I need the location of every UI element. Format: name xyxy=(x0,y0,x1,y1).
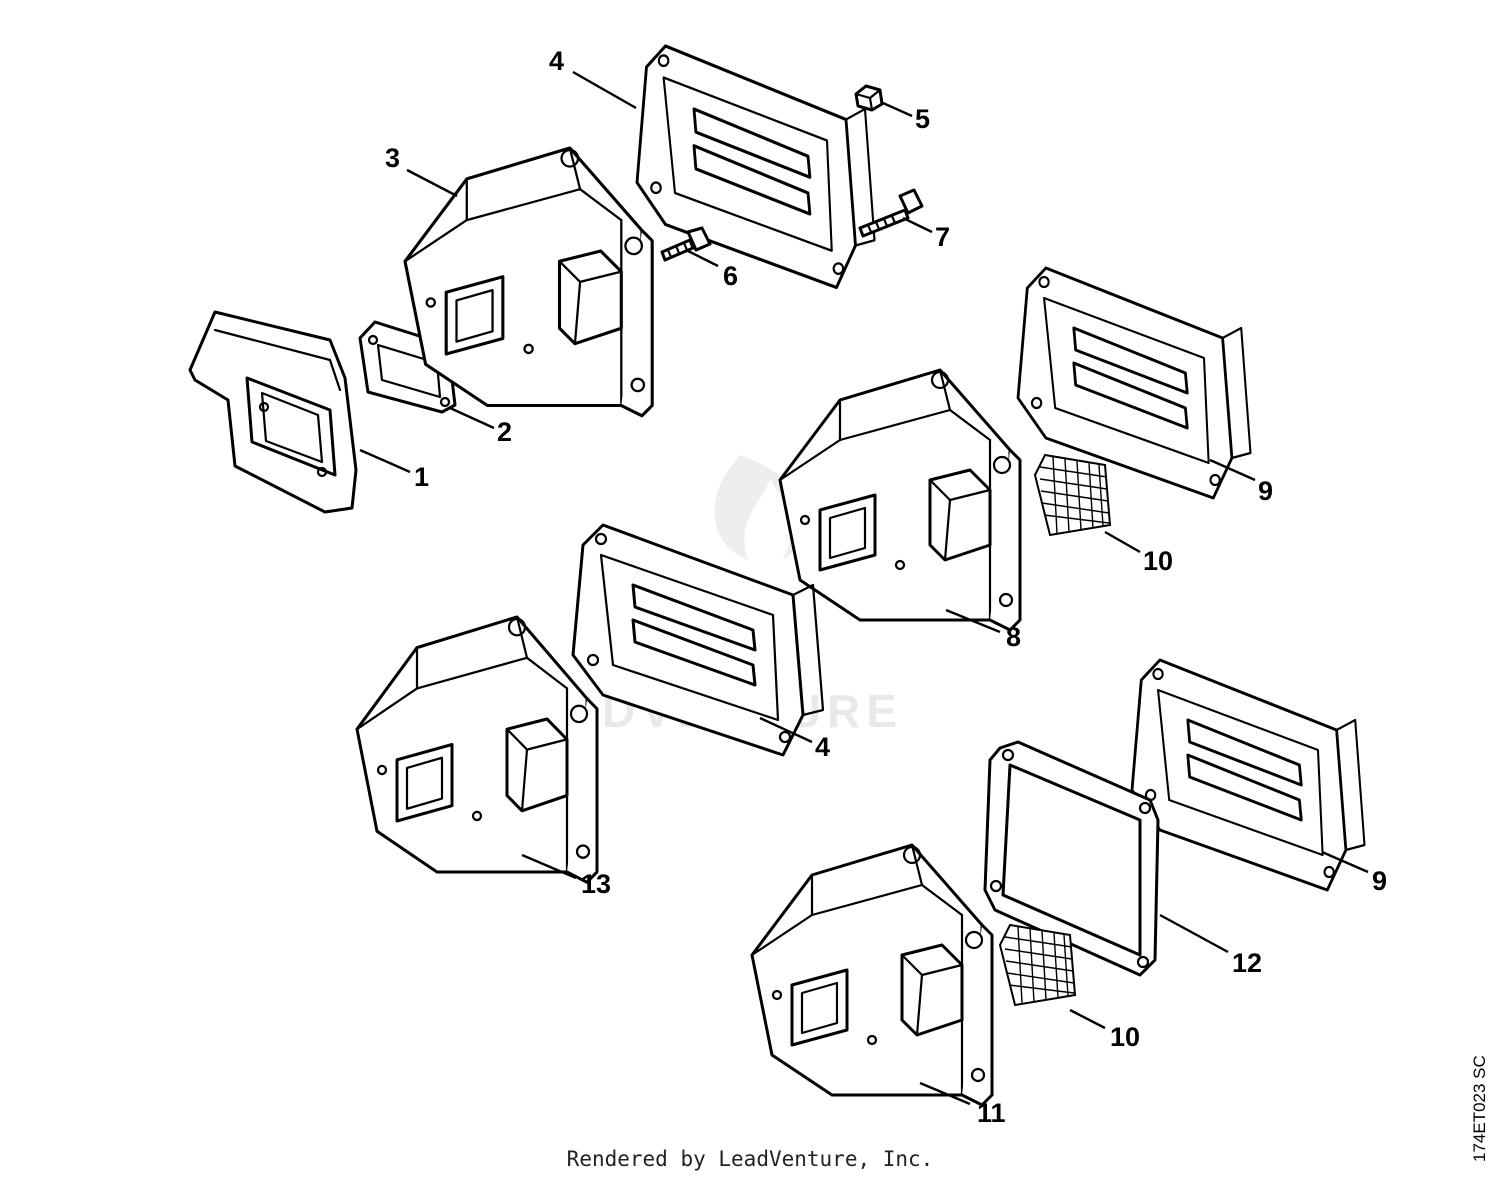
callout-5: 5 xyxy=(915,104,930,134)
leader-4b xyxy=(759,716,813,744)
part-10-spark-screen-middle xyxy=(1034,454,1111,536)
part-1-heat-shield xyxy=(188,310,358,514)
callout-9a: 9 xyxy=(1258,476,1273,506)
part-13-muffler xyxy=(355,615,599,884)
callout-7: 7 xyxy=(935,222,950,252)
callout-4b: 4 xyxy=(815,732,830,762)
part-12-cover-gasket xyxy=(983,740,1160,977)
callout-3: 3 xyxy=(385,143,400,173)
callout-2: 2 xyxy=(497,417,512,447)
callout-13: 13 xyxy=(581,869,611,899)
part-7-screw-long xyxy=(858,188,924,238)
leader-1 xyxy=(359,448,411,474)
callout-11: 11 xyxy=(977,1098,1006,1128)
part-8-muffler xyxy=(778,368,1022,632)
part-11-muffler xyxy=(750,843,994,1107)
drawing-code: 174ET023 SC xyxy=(1470,1055,1489,1162)
leader-10b xyxy=(1069,1008,1106,1030)
leader-7 xyxy=(902,216,933,234)
callout-9b: 9 xyxy=(1372,866,1387,896)
leader-9a xyxy=(1209,458,1256,482)
callout-8: 8 xyxy=(1006,622,1021,652)
callout-1: 1 xyxy=(414,462,429,492)
part-6-screw-short xyxy=(660,226,712,262)
leader-9b xyxy=(1321,850,1369,874)
part-10-spark-screen-lower xyxy=(999,924,1076,1006)
leader-11 xyxy=(919,1081,971,1106)
leader-3 xyxy=(406,168,458,198)
render-credit: Rendered by LeadVenture, Inc. xyxy=(566,1147,934,1171)
part-5-nut xyxy=(854,84,884,112)
leader-13 xyxy=(521,853,577,880)
callout-12: 12 xyxy=(1232,948,1262,978)
leader-4a xyxy=(572,70,637,110)
leader-10a xyxy=(1104,530,1141,554)
leader-2 xyxy=(449,406,495,430)
leader-5 xyxy=(882,101,913,118)
callout-10a: 10 xyxy=(1143,546,1173,576)
leader-8 xyxy=(945,608,1001,634)
leader-6 xyxy=(685,248,719,268)
callout-4a: 4 xyxy=(549,46,564,76)
callout-10b: 10 xyxy=(1110,1022,1140,1052)
callout-6: 6 xyxy=(723,261,738,291)
leader-12 xyxy=(1159,913,1229,954)
